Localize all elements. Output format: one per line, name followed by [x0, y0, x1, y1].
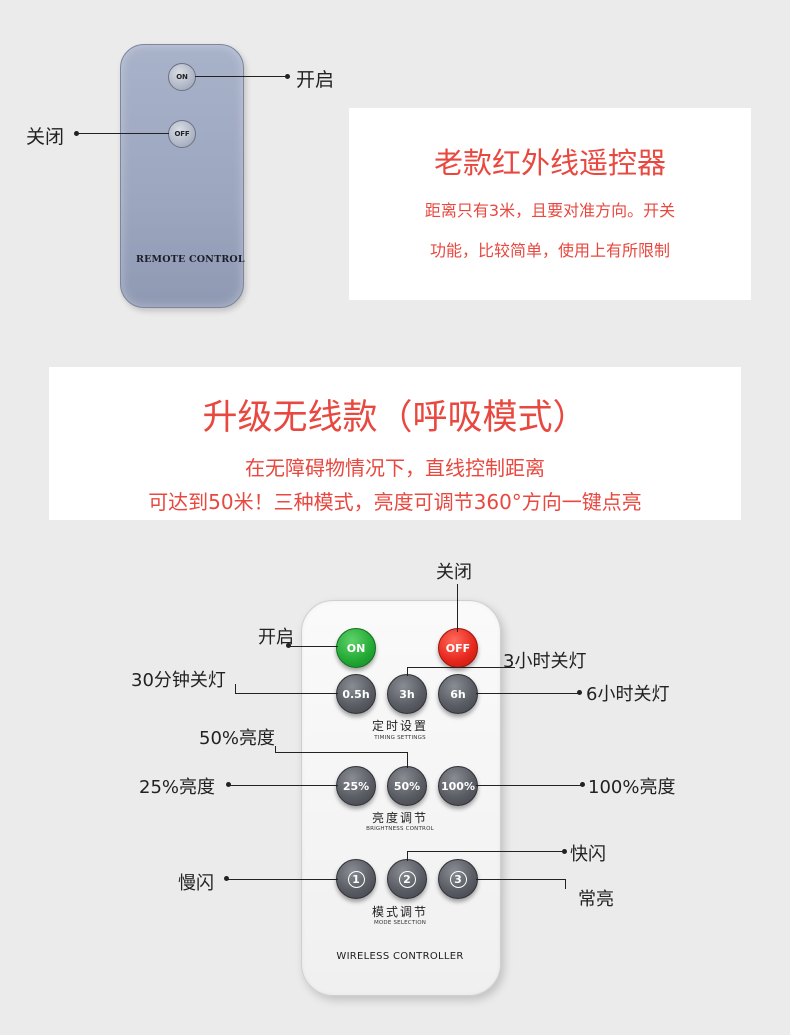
callout-line-50	[275, 752, 408, 753]
timer-section-subtitle: TIMING SETTINGS	[374, 735, 426, 741]
callout-line-30min-drop	[235, 684, 236, 693]
off-button[interactable]: OFF	[438, 628, 478, 668]
brightness-25-label: 25%	[342, 779, 370, 793]
mode-2-button[interactable]: 2	[387, 859, 427, 899]
mode-1-button[interactable]: 1	[336, 859, 376, 899]
brightness-50-label: 50%	[393, 779, 421, 793]
label-25: 25%亮度	[139, 777, 216, 798]
old-info-line-1: 距离只有3米，且要对准方向。开关	[424, 201, 676, 220]
callout-line-steady-drop	[565, 879, 566, 889]
mode-section-subtitle: MODE SELECTION	[373, 920, 427, 926]
callout-line-fast	[407, 851, 565, 852]
brightness-section-subtitle: BRIGHTNESS CONTROL	[366, 826, 434, 832]
callout-dot-old-on	[285, 74, 290, 79]
callout-line-off	[457, 584, 458, 632]
brightness-section-title: 亮度调节	[371, 811, 428, 825]
callout-line-30min	[235, 693, 338, 694]
label-on: 开启	[258, 627, 294, 648]
wireless-remote-brand: WIRELESS CONTROLLER	[336, 951, 464, 962]
off-button-label: OFF	[445, 641, 471, 655]
callout-line-100	[476, 785, 582, 786]
callout-dot-on	[286, 643, 291, 648]
label-3h: 3小时关灯	[503, 651, 587, 672]
timer-6h-label: 6h	[450, 687, 466, 701]
old-on-button[interactable]: ON	[168, 63, 196, 91]
timer-section-title: 定时设置	[371, 719, 428, 733]
on-button-label: ON	[346, 641, 366, 655]
mode-section-title: 模式调节	[371, 905, 428, 919]
brightness-25-button[interactable]: 25%	[336, 766, 376, 806]
callout-line-old-on	[195, 76, 288, 77]
old-info-title: 老款红外线遥控器	[433, 146, 666, 180]
callout-line-slow	[227, 879, 338, 880]
new-info-line-1: 在无障碍物情况下，直线控制距离	[245, 456, 545, 480]
callout-line-fast-up	[407, 851, 408, 861]
callout-line-on	[288, 646, 338, 647]
old-info-box	[349, 108, 751, 300]
old-remote-brand: REMOTE CONTROL	[136, 254, 245, 265]
mode-3-button[interactable]: 3	[438, 859, 478, 899]
callout-dot-slow	[224, 876, 229, 881]
mode-2-label: 2	[398, 870, 416, 888]
label-fast-flash: 快闪	[570, 844, 606, 865]
new-info-title: 升级无线款（呼吸模式）	[202, 398, 588, 438]
label-30min: 30分钟关灯	[131, 670, 226, 691]
callout-line-steady	[476, 879, 566, 880]
new-info-line-2: 可达到50米！三种模式，亮度可调节360°方向一键点亮	[148, 490, 642, 514]
mode-3-label: 3	[449, 870, 467, 888]
label-steady: 常亮	[578, 889, 614, 910]
label-slow-flash: 慢闪	[178, 873, 214, 894]
label-100: 100%亮度	[588, 777, 676, 798]
callout-line-50-drop	[275, 746, 276, 752]
callout-line-3h	[407, 667, 515, 668]
callout-line-25	[229, 785, 338, 786]
old-info-line-2: 功能，比较简单，使用上有所限制	[429, 241, 670, 260]
on-button[interactable]: ON	[336, 628, 376, 668]
callout-line-50-down	[407, 752, 408, 768]
timer-30min-label: 0.5h	[342, 687, 370, 701]
callout-dot-fast	[562, 849, 567, 854]
brightness-50-button[interactable]: 50%	[387, 766, 427, 806]
callout-dot-100	[580, 782, 585, 787]
callout-dot-25	[226, 782, 231, 787]
new-info-box	[49, 367, 741, 520]
callout-line-6h	[476, 693, 580, 694]
label-6h: 6小时关灯	[586, 684, 670, 705]
timer-3h-button[interactable]: 3h	[387, 674, 427, 714]
old-off-button[interactable]: OFF	[168, 120, 196, 148]
callout-dot-6h	[577, 690, 582, 695]
mode-1-label: 1	[347, 870, 365, 888]
label-off: 关闭	[436, 562, 472, 583]
brightness-100-button[interactable]: 100%	[438, 766, 478, 806]
label-old-on: 开启	[296, 69, 335, 91]
callout-line-3h-drop	[407, 667, 408, 676]
callout-dot-old-off	[74, 131, 79, 136]
label-50: 50%亮度	[199, 728, 276, 749]
timer-6h-button[interactable]: 6h	[438, 674, 478, 714]
timer-30min-button[interactable]: 0.5h	[336, 674, 376, 714]
timer-3h-label: 3h	[399, 687, 415, 701]
brightness-100-label: 100%	[441, 779, 475, 793]
label-old-off: 关闭	[26, 126, 65, 148]
callout-line-old-off	[77, 133, 169, 134]
